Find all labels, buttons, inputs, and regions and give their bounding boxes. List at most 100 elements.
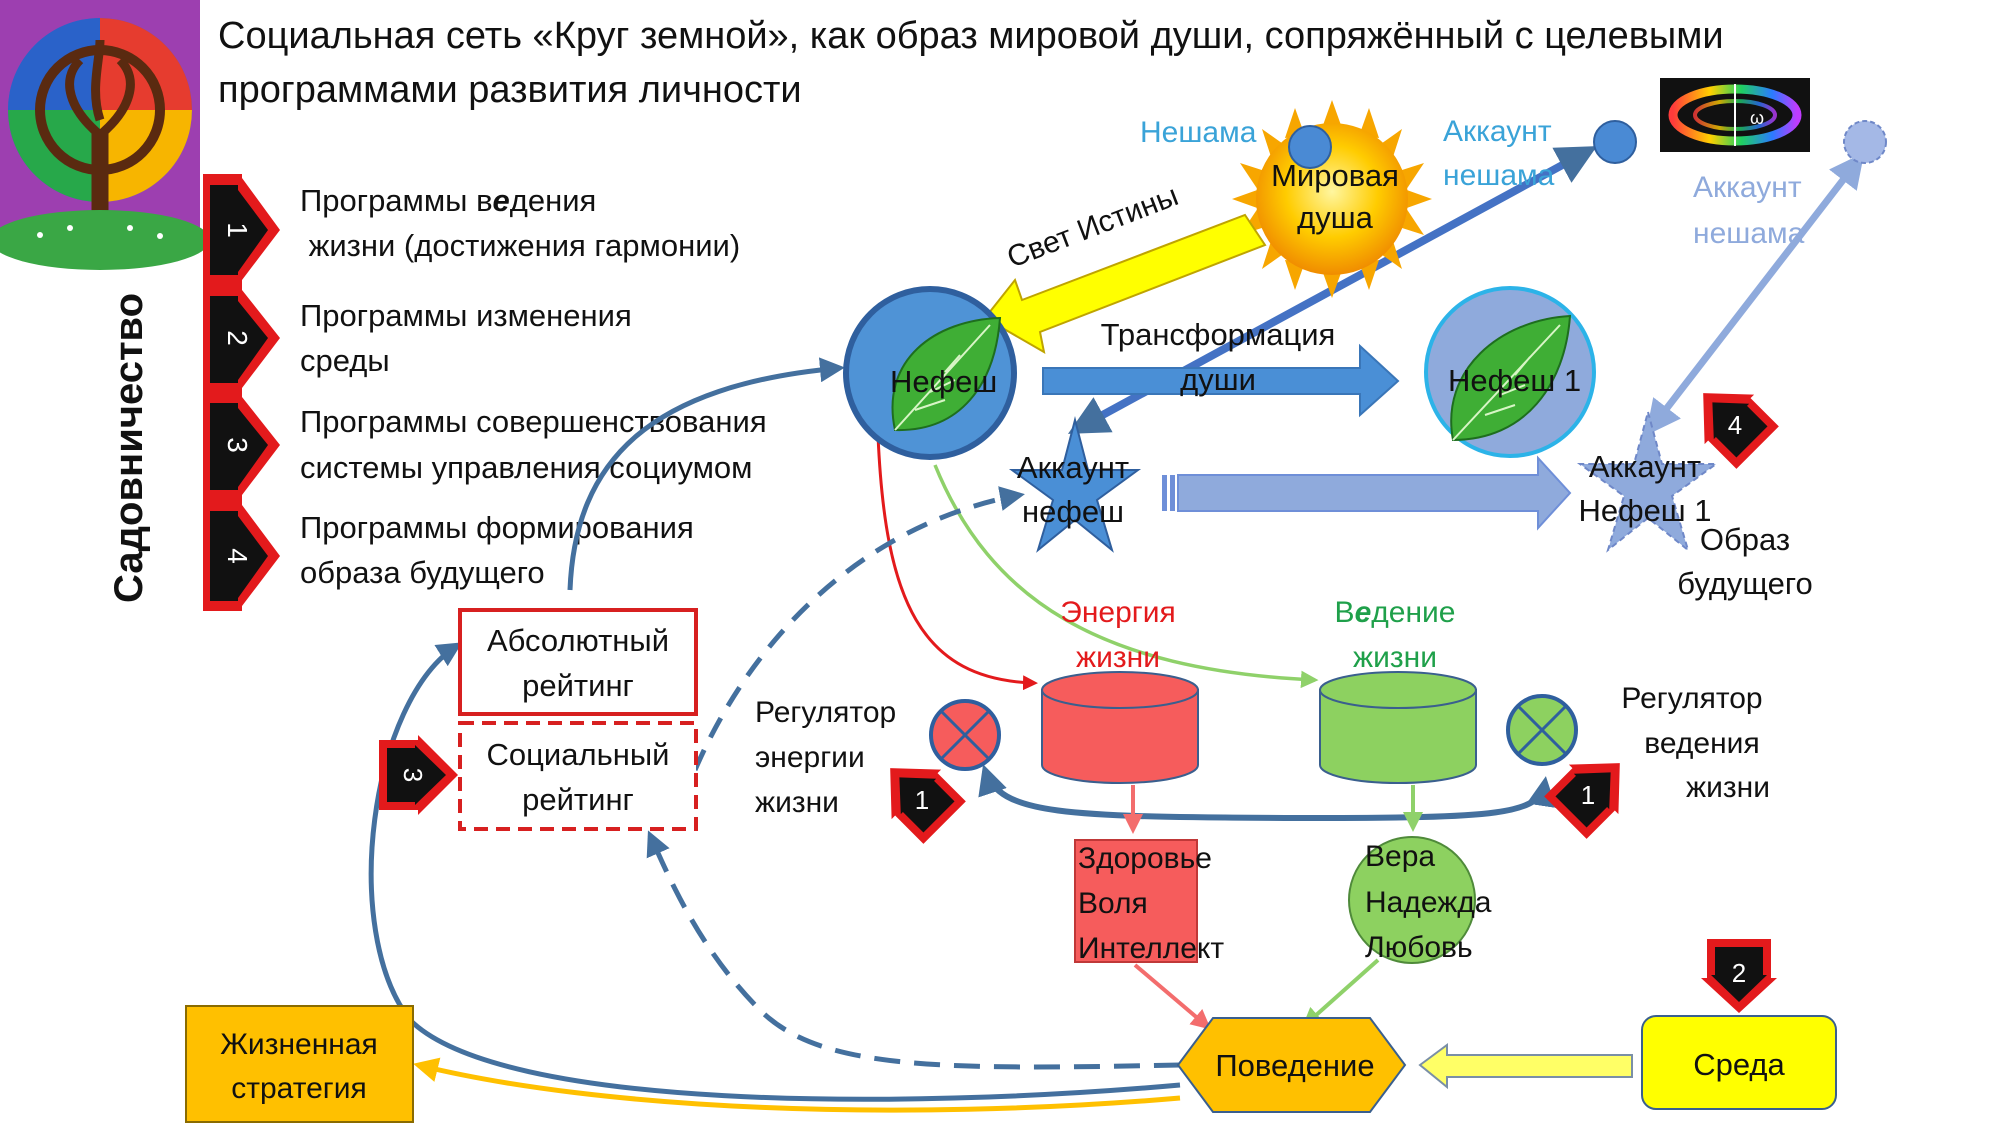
transformation-line-1: Трансформация <box>1101 317 1336 352</box>
nefesh-node <box>843 286 1017 460</box>
program-3-line-2: системы управления социумом <box>300 450 752 485</box>
behavior-label: Поведение <box>1215 1048 1374 1083</box>
health-line-2: Воля <box>1078 887 1148 920</box>
arrow-behavior-to-social-rating <box>646 830 1181 1070</box>
account-neshama-line-2: нешама <box>1443 159 1555 192</box>
life-strategy-line-1: Жизненная <box>220 1028 378 1061</box>
world-soul-line-1: Мировая <box>1271 158 1399 193</box>
badge-3-diagram: 3 <box>379 735 458 815</box>
account-neshama-circle <box>1593 120 1637 164</box>
arrow-behavior-to-strategy <box>413 1057 1181 1113</box>
behavior-hexagon <box>1176 1017 1407 1113</box>
absolute-rating-box <box>458 608 698 716</box>
title-line-2: программами развития личности <box>218 69 802 111</box>
arrow-social-rating-to-account <box>692 486 1025 771</box>
faith-line-3: Любовь <box>1365 931 1473 964</box>
account-neshama-future-circle <box>1843 120 1887 164</box>
svg-text:3: 3 <box>222 437 253 453</box>
program-badge-4: 4 <box>203 500 280 611</box>
badge-4-diagram: 4 <box>1703 393 1779 469</box>
tree-logo-image <box>0 0 210 270</box>
energy-label-line-2: жизни <box>1076 641 1160 674</box>
svg-text:1: 1 <box>222 222 253 238</box>
arrow-account-neshama-future <box>1645 152 1865 436</box>
title-line-1: Социальная сеть «Круг земной», как образ… <box>218 15 1724 57</box>
account-transfer-arrow <box>1162 455 1572 531</box>
program-4-line-2: образа будущего <box>300 555 545 590</box>
svg-text:1: 1 <box>915 785 929 815</box>
sun-world-soul <box>1232 100 1432 298</box>
account-neshama-future-line-1: Аккаунт <box>1693 171 1802 204</box>
soul-transformation-arrow <box>1042 343 1400 418</box>
badge-2-environment: 2 <box>1701 939 1777 1013</box>
absolute-rating-line-1: Абсолютный <box>487 623 669 658</box>
program-4-line-1: Программы формирования <box>300 510 694 545</box>
neshama-circle <box>1288 125 1332 169</box>
program-badge-2: 2 <box>203 285 280 393</box>
regulator-energy-line-2: энергии <box>755 741 865 774</box>
world-soul-line-2: душа <box>1297 200 1373 235</box>
account-neshama-future-line-2: нешама <box>1693 217 1805 250</box>
social-rating-line-2: рейтинг <box>522 782 634 817</box>
program-3-line-1: Программы совершенствования <box>300 404 767 439</box>
svg-text:4: 4 <box>222 548 253 564</box>
regulator-energy-line-1: Регулятор <box>755 696 896 729</box>
svg-text:2: 2 <box>1732 958 1746 988</box>
svg-text:4: 4 <box>1728 410 1742 440</box>
program-badge-3: 3 <box>203 392 280 500</box>
account-nefesh1-line-1: Аккаунт <box>1589 449 1701 484</box>
regulator-energy-line-3: жизни <box>755 786 839 819</box>
faith-line-1: Вера <box>1365 840 1435 873</box>
health-box <box>1074 839 1198 963</box>
health-line-3: Интеллект <box>1078 932 1224 965</box>
badge-1-guidance: 1 <box>1544 763 1620 839</box>
regulator-guidance-line-2: ведения <box>1644 727 1759 760</box>
energy-cylinder <box>1041 671 1199 784</box>
omega-torus-image: ω <box>1660 78 1810 152</box>
arrow-nefesh-to-guidance <box>933 464 1319 689</box>
social-rating-box <box>458 721 698 831</box>
program-2-line-1: Программы изменения <box>300 298 632 333</box>
transformation-line-2: души <box>1180 362 1256 397</box>
program-badge-1: 1 <box>203 174 280 285</box>
faith-circle <box>1348 836 1476 964</box>
account-nefesh-line-1: Аккаунт <box>1017 450 1129 485</box>
program-2-line-2: среды <box>300 343 390 378</box>
light-of-truth-arrow <box>983 213 1267 354</box>
environment-to-behavior-arrow <box>1418 1043 1633 1090</box>
guidance-label-line-1: Ведение <box>1335 596 1456 629</box>
arrow-health-to-behavior <box>1133 963 1212 1030</box>
svg-text:ω: ω <box>1750 108 1764 128</box>
arrow-nefesh-to-energy <box>876 434 1038 691</box>
neshama-label: Нешама <box>1140 116 1257 149</box>
regulator-guidance-valve <box>1506 694 1578 766</box>
guidance-label-line-2: жизни <box>1353 641 1437 674</box>
health-line-1: Здоровье <box>1078 842 1212 875</box>
faith-line-2: Надежда <box>1365 886 1492 919</box>
life-strategy-box <box>185 1005 414 1123</box>
life-strategy-line-2: стратегия <box>231 1072 366 1105</box>
arrow-regulators-link <box>978 764 1557 822</box>
future-image-line-1: Образ <box>1700 522 1790 557</box>
account-neshama-line-1: Аккаунт <box>1443 115 1552 148</box>
arrow-rating-to-nefesh <box>567 357 845 591</box>
future-image-line-2: будущего <box>1677 566 1812 601</box>
account-nefesh1-star <box>1576 408 1720 553</box>
account-nefesh-star <box>1008 416 1142 553</box>
svg-text:3: 3 <box>398 768 428 782</box>
social-rating-line-1: Социальный <box>487 737 670 772</box>
regulator-energy-valve <box>929 699 1001 771</box>
account-nefesh-line-2: нефеш <box>1022 494 1124 529</box>
program-1-line-1: Программы ведения <box>300 183 596 218</box>
regulator-guidance-line-1: Регулятор <box>1621 682 1762 715</box>
regulator-guidance-line-3: жизни <box>1686 771 1770 804</box>
energy-label-line-1: Энергия <box>1060 596 1175 629</box>
account-nefesh1-line-2: Нефеш 1 <box>1578 493 1711 528</box>
svg-text:1: 1 <box>1581 780 1595 810</box>
nefesh-label: Нефеш <box>890 364 997 399</box>
nefesh1-node <box>1424 286 1596 458</box>
nefesh1-label: Нефеш 1 <box>1448 363 1581 398</box>
environment-label: Среда <box>1693 1047 1785 1082</box>
badge-1-energy: 1 <box>890 768 966 844</box>
